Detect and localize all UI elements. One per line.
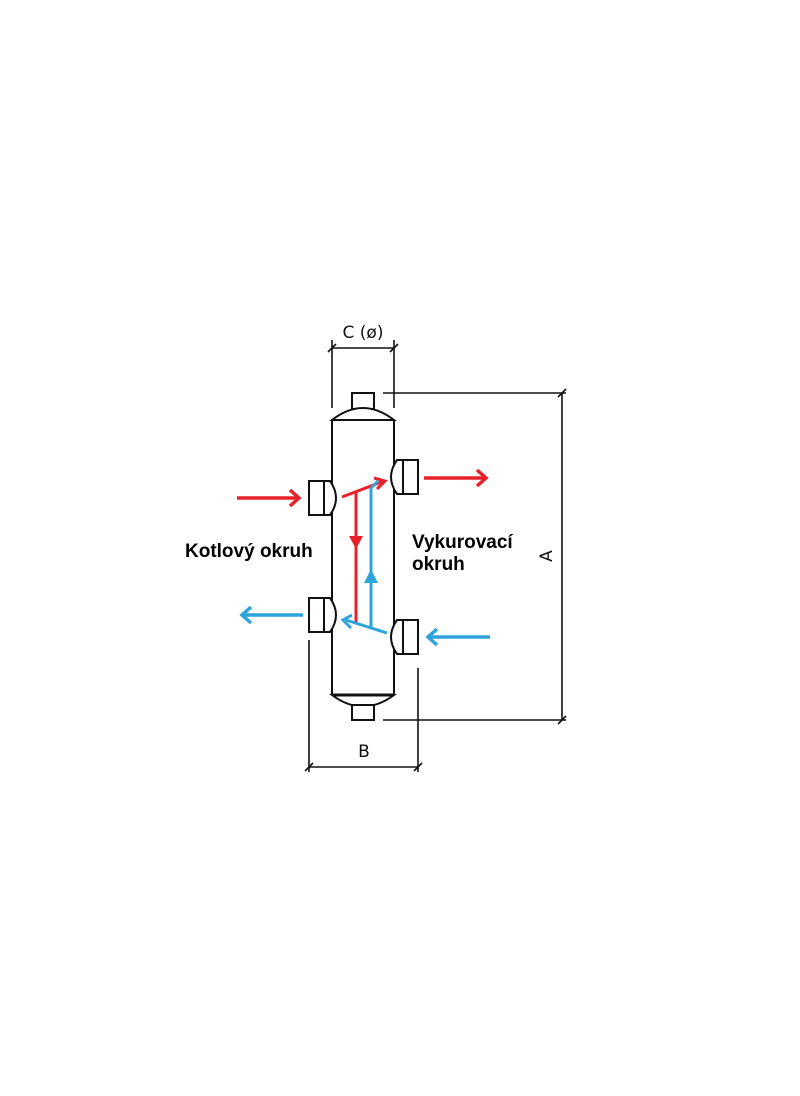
left-lower-fitting xyxy=(308,597,337,633)
boiler-return-arrow xyxy=(239,605,303,625)
hot-downward-arrowhead xyxy=(349,536,363,549)
heating-return-arrow xyxy=(425,627,490,647)
right-lower-fitting xyxy=(390,619,419,655)
heating-circuit-label-line1: Vykurovací xyxy=(412,532,513,553)
dimension-a-tick-bottom xyxy=(557,715,567,725)
dimension-c-tick-right xyxy=(389,343,399,353)
dimension-b-tick-left xyxy=(304,762,314,772)
heating-supply-arrow xyxy=(424,468,489,488)
dimension-c-tick-left xyxy=(327,343,337,353)
heating-circuit-label-line2: okruh xyxy=(412,554,465,575)
dimension-a-label: A xyxy=(537,550,557,562)
left-upper-fitting xyxy=(308,480,337,516)
top-vent-nozzle xyxy=(351,392,375,410)
dimension-a-tick-top xyxy=(557,388,567,398)
top-dome xyxy=(329,407,397,421)
dimension-b: B xyxy=(304,640,423,772)
dimension-a: A xyxy=(383,388,567,725)
boiler-circuit-label: Kotlový okruh xyxy=(185,541,313,562)
cold-upward-arrowhead xyxy=(364,569,378,583)
dimension-c: C (ø) xyxy=(327,323,399,408)
dimension-c-label: C (ø) xyxy=(343,323,384,343)
right-upper-fitting xyxy=(390,459,419,495)
separator-vessel xyxy=(328,392,398,721)
boiler-supply-arrow xyxy=(237,488,302,508)
internal-cold-flow xyxy=(340,479,388,635)
dimension-b-label: B xyxy=(358,742,370,762)
dimension-b-tick-right xyxy=(413,762,423,772)
internal-hot-flow xyxy=(341,476,388,623)
bottom-drain-nozzle xyxy=(351,704,375,721)
